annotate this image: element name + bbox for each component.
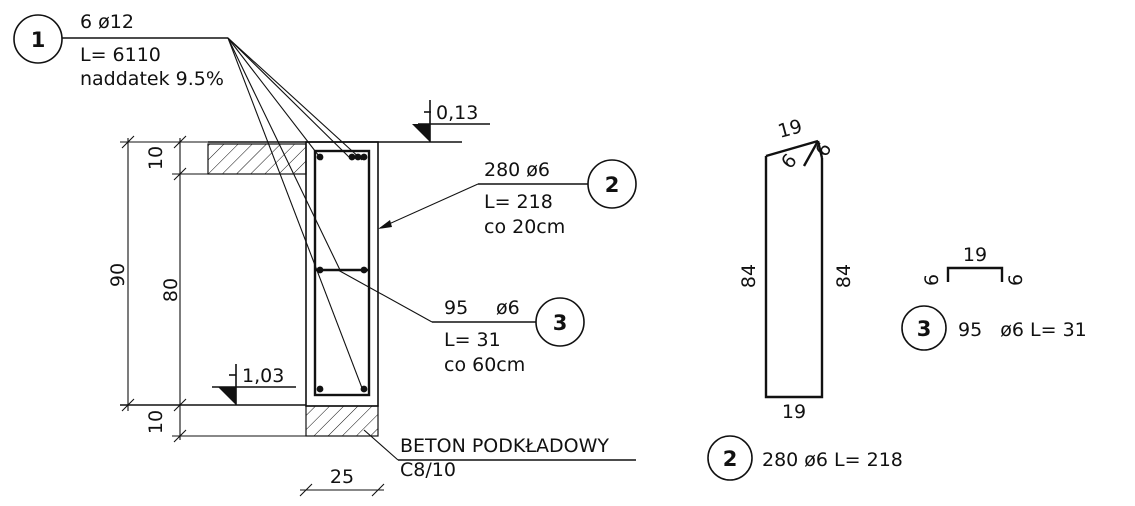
callout-1-length: L= 6110 [80, 44, 161, 66]
dim-25: 25 [330, 466, 354, 488]
tie-left: 6 [921, 274, 943, 286]
rebar-dot [316, 266, 324, 274]
callout-1-number: 1 [31, 28, 46, 52]
callout-3-count: 95 [444, 297, 468, 319]
stirrup-top: 19 [776, 115, 805, 143]
rebar-dot [354, 153, 362, 161]
callout-3-number: 3 [553, 311, 568, 335]
beam-outline [305, 141, 379, 407]
dim-90: 90 [107, 263, 129, 287]
concrete-note-title: BETON PODKŁADOWY [400, 435, 609, 457]
callout-2-bar-spec: 280 ø6 [484, 159, 550, 181]
rebar-dot [360, 385, 368, 393]
callout-2-length: L= 218 [484, 191, 553, 213]
stirrup-outline [313, 149, 371, 397]
beam-section [305, 141, 379, 437]
callout-1-bubble [13, 14, 63, 64]
lean-concrete-pad [305, 405, 379, 437]
callout-1-bar-spec: 6 ø12 [80, 11, 134, 33]
callout-2: 2 280 ø6 L= 218 co 20cm [378, 159, 637, 238]
callout-1-leader [227, 37, 363, 389]
stirrup-bottom: 19 [782, 401, 806, 423]
callout-3-bubble [535, 297, 585, 347]
dimension-chain: 10 80 10 [145, 135, 306, 443]
tie-label-number: 3 [917, 317, 932, 341]
callout-1-leader [227, 37, 353, 161]
dim-10-top: 10 [145, 146, 167, 170]
rebar-dot [348, 153, 356, 161]
rebar-dot [360, 266, 368, 274]
callout-2-spacing: co 20cm [484, 216, 565, 238]
level-marker-top: 0,13 [412, 100, 490, 142]
tie-shape: 19 6 6 3 95 ø6 L= 31 [901, 244, 1087, 351]
callout-1-allowance: naddatek 9.5% [80, 68, 224, 90]
callout-1-leader [227, 37, 363, 161]
stirrup-hook-a: 6 [777, 150, 802, 173]
ground-slab-hatch [207, 143, 307, 175]
concrete-note: BETON PODKŁADOWY C8/10 [363, 429, 636, 481]
concrete-note-class: C8/10 [400, 459, 456, 481]
tie-label-bubble [901, 305, 947, 351]
level-top-value: 0,13 [436, 102, 478, 124]
callout-3: 3 95 ø6 L= 31 co 60cm [337, 269, 585, 376]
rebar-dot [316, 385, 324, 393]
stirrup-right: 84 [833, 264, 855, 288]
dim-10-bottom: 10 [145, 410, 167, 434]
dimension-width: 25 [299, 466, 385, 497]
dimension-total-height: 90 [107, 135, 208, 412]
callout-3-spacing: co 60cm [444, 354, 525, 376]
level-bottom-value: 1,03 [242, 365, 284, 387]
stirrup-left: 84 [738, 264, 760, 288]
stirrup-label-number: 2 [723, 447, 738, 471]
callout-3-diameter: ø6 [496, 297, 520, 319]
callout-2-bubble [587, 159, 637, 209]
callout-1: 1 6 ø12 L= 6110 naddatek 9.5% [13, 11, 363, 389]
tie-label-text: 95 ø6 L= 31 [958, 319, 1087, 341]
callout-1-leader [227, 37, 323, 161]
tie-right: 6 [1005, 274, 1027, 286]
stirrup-hook-b: 6 [811, 139, 836, 160]
callout-2-number: 2 [605, 173, 620, 197]
callout-3-length: L= 31 [444, 329, 501, 351]
stirrup-shape: 19 6 6 84 84 19 2 280 ø6 L= 218 [707, 115, 903, 481]
tie-top: 19 [963, 244, 987, 266]
stirrup-label-text: 280 ø6 L= 218 [762, 449, 903, 471]
rebar-dot [360, 153, 368, 161]
dim-80: 80 [160, 278, 182, 302]
level-marker-bottom: 1,03 [212, 364, 296, 405]
rebar-dot [316, 153, 324, 161]
stirrup-label-bubble [707, 435, 753, 481]
